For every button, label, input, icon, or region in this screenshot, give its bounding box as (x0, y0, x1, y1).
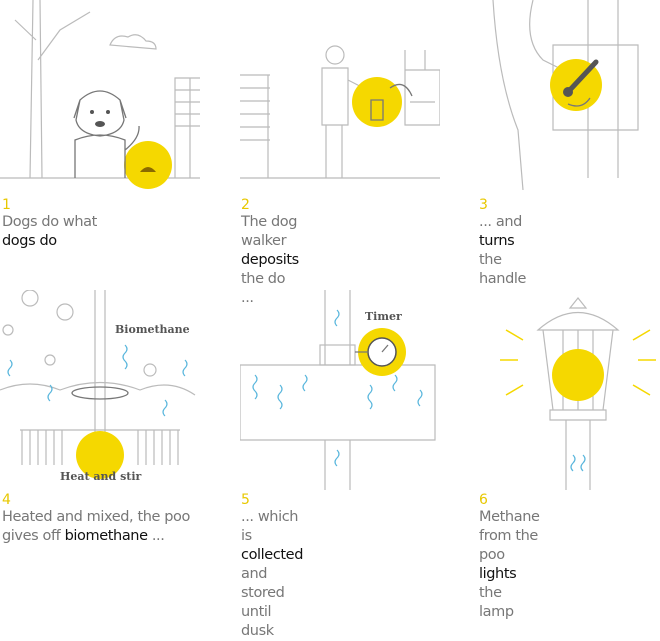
caption-text: ... and (479, 214, 522, 230)
step-number: 5 (241, 492, 250, 508)
caption-text: the handle (479, 252, 527, 287)
caption-text: Methane from the (479, 509, 540, 544)
handle-illustration (492, 0, 639, 190)
caption-text: Dogs do what (2, 214, 97, 230)
caption-text: the do ... (241, 271, 286, 306)
caption-bold: deposits (241, 252, 299, 268)
step-5-caption: 5 ... which is collected and stored unti… (241, 492, 303, 641)
highlight-circle (124, 141, 172, 189)
caption-bold: turns (479, 233, 515, 249)
caption-text: Heated and mixed, the poo (2, 509, 191, 525)
caption-text: and stored until dusk (241, 566, 285, 639)
step-number: 2 (241, 197, 250, 213)
storage-tank-illustration: Timer (240, 290, 436, 490)
digester-illustration: Biomethane Heat and stir (0, 290, 196, 483)
highlight-circle (352, 77, 402, 127)
light-glow-icon (552, 349, 604, 401)
heat-and-stir-label: Heat and stir (60, 470, 142, 483)
caption-text: ... which is (241, 509, 299, 544)
step-4-caption: 4 Heated and mixed, the poo gives off bi… (2, 492, 190, 546)
biomethane-label: Biomethane (115, 323, 190, 336)
caption-bold: collected (241, 547, 304, 563)
step-3-caption: 3 ... and turns the handle (479, 197, 526, 289)
step-number: 6 (479, 492, 488, 508)
step-6-caption: 6 Methane from the poo lights the lamp (479, 492, 540, 622)
step-number: 3 (479, 197, 488, 213)
caption-bold: lights (479, 566, 517, 582)
poo-icon (140, 167, 156, 172)
caption-text: poo (479, 547, 505, 563)
dog-illustration (0, 0, 200, 189)
caption-text: The dog walker (241, 214, 298, 249)
step-number: 1 (2, 197, 11, 213)
step-number: 4 (2, 492, 11, 508)
step-2-caption: 2 The dog walker deposits the do ... (241, 197, 299, 308)
caption-text: the lamp (479, 585, 514, 620)
caption-text: gives off (2, 528, 65, 544)
highlight-circle (76, 431, 124, 479)
lamp-illustration (500, 297, 656, 490)
caption-text: ... (147, 528, 165, 544)
dog-walker-illustration (240, 45, 440, 179)
caption-bold: dogs do (2, 233, 57, 249)
step-1-caption: 1 Dogs do what dogs do (2, 197, 97, 251)
timer-label: Timer (365, 310, 402, 323)
caption-bold: biomethane (64, 528, 148, 544)
